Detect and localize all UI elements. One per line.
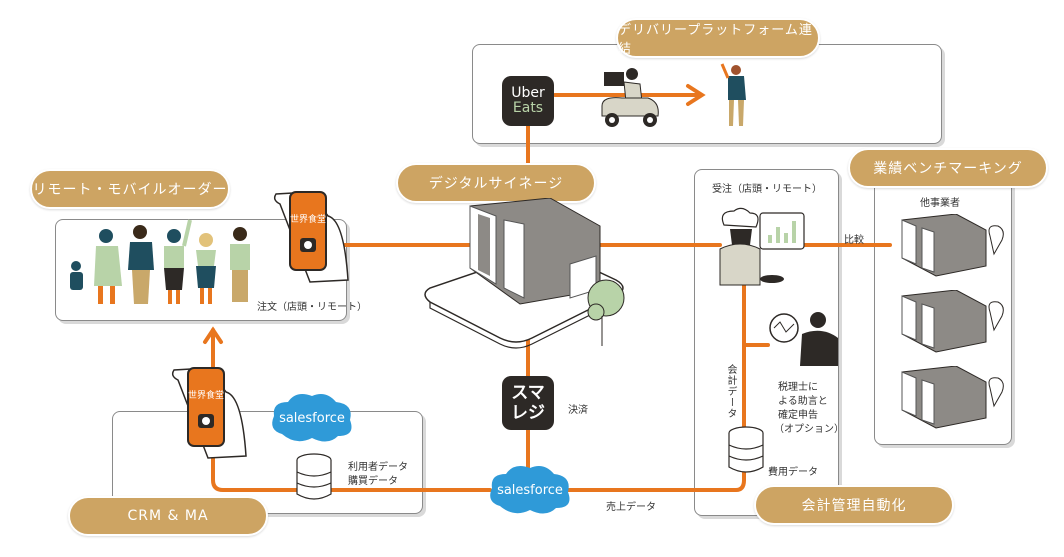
pill-mobile-order: リモート・モバイルオーダー bbox=[30, 169, 230, 209]
label-other-businesses: 他事業者 bbox=[920, 198, 960, 209]
pill-delivery-platform: デリバリープラットフォーム連結 bbox=[616, 18, 820, 58]
smartphone-hand-icon-bottom: 世界食堂 bbox=[171, 367, 247, 459]
smartphone-hand-icon: 世界食堂 bbox=[273, 191, 349, 283]
label-tax-advice-4: （オプション） bbox=[774, 424, 844, 435]
customer-figure-icon bbox=[720, 63, 746, 126]
arrow-head-delivery bbox=[686, 84, 706, 106]
pill-crm-ma: CRM & MA bbox=[68, 496, 268, 536]
label-accounting-data: 会計データ bbox=[725, 364, 736, 419]
other-store-kiosk-2 bbox=[901, 290, 1004, 353]
chef-illustration bbox=[719, 207, 805, 286]
label-tax-advice-3: 確定申告 bbox=[778, 410, 818, 421]
label-user-data: 利用者データ bbox=[348, 462, 408, 473]
phone-brand-text: 世界食堂 bbox=[290, 213, 326, 225]
kiosk-store-illustration bbox=[424, 198, 625, 349]
tax-accountant-illustration bbox=[769, 312, 838, 366]
salesforce-logo-crm: salesforce bbox=[272, 394, 352, 442]
label-purchase-data: 購買データ bbox=[348, 476, 398, 487]
label-payment: 決済 bbox=[568, 405, 588, 416]
uber-eats-line1: Uber bbox=[511, 85, 545, 101]
arrow-head-crm bbox=[203, 326, 223, 344]
line-crm-loop bbox=[211, 328, 492, 492]
uber-eats-icon: Uber Eats bbox=[502, 76, 554, 126]
uber-eats-line2: Eats bbox=[512, 100, 544, 116]
smaregi-icon: スマ レジ bbox=[502, 376, 554, 430]
customers-group-illustration bbox=[70, 219, 250, 304]
smaregi-line2: レジ bbox=[511, 403, 545, 423]
label-tax-advice-1: 税理士に bbox=[778, 382, 818, 393]
smaregi-line1: スマ bbox=[511, 383, 545, 403]
label-order: 注文（店頭・リモート） bbox=[257, 302, 367, 313]
pill-digital-signage: デジタルサイネージ bbox=[396, 163, 596, 203]
label-compare: 比較 bbox=[844, 235, 864, 246]
pill-accounting-automation: 会計管理自動化 bbox=[754, 485, 954, 525]
salesforce-text-crm: salesforce bbox=[279, 411, 345, 426]
line-sales-data bbox=[558, 478, 746, 492]
salesforce-logo-sales: salesforce bbox=[490, 466, 570, 514]
other-store-kiosk-1 bbox=[901, 214, 1004, 277]
delivery-scooter-icon bbox=[601, 68, 659, 127]
salesforce-text-sales: salesforce bbox=[497, 483, 563, 498]
label-sales-data: 売上データ bbox=[606, 502, 656, 513]
label-expense-data: 費用データ bbox=[768, 467, 818, 478]
pill-benchmark: 業績ベンチマーキング bbox=[848, 148, 1048, 188]
other-store-kiosk-3 bbox=[901, 366, 1004, 429]
label-tax-advice-2: よる助言と bbox=[778, 396, 828, 407]
label-receive-order: 受注（店頭・リモート） bbox=[712, 184, 822, 195]
database-icon-crm bbox=[296, 453, 332, 500]
phone-brand-text-bottom: 世界食堂 bbox=[188, 389, 224, 401]
database-icon-expense bbox=[728, 426, 764, 473]
